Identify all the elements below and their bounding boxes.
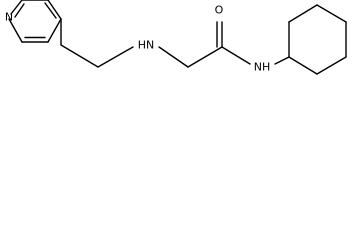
- bond-carbonyl-amide: [221, 46, 251, 65]
- carbonyl-oxygen-label: O: [215, 4, 224, 17]
- bond-pyr-c6-n-inner: [14, 3, 25, 18]
- bond-pyr-c4-c5: [47, 0, 62, 20]
- bond-cy-2-3: [316, 56, 347, 75]
- bond-pyr-c4-c5-inner: [44, 2, 57, 19]
- bond-cy-4-5: [316, 4, 347, 23]
- bond-pyr-n-c2: [8, 18, 23, 43]
- bond-cy-1-2: [288, 56, 318, 75]
- pyridine-ring: [8, 0, 62, 43]
- bond-ch2-amine: [97, 46, 134, 68]
- cyclohexane-ring: [288, 4, 347, 75]
- bond-pyr-c3-c4: [47, 18, 62, 43]
- linker-chain: [60, 18, 290, 68]
- bond-amine-ch2: [158, 46, 189, 68]
- bond-pyr-c6-n: [10, 0, 23, 15]
- bond-amide-cyclohexyl: [274, 56, 290, 65]
- bond-ch2-methylene: [60, 44, 99, 68]
- chemical-structure: N HN O NH: [5, 0, 347, 75]
- amine-nitrogen-label: HN: [138, 39, 155, 52]
- bond-ch2-carbonyl: [187, 46, 223, 68]
- amide-nitrogen-label: NH: [254, 61, 271, 74]
- bond-cy-5-6: [288, 4, 318, 23]
- pyridine-nitrogen-label: N: [5, 11, 13, 24]
